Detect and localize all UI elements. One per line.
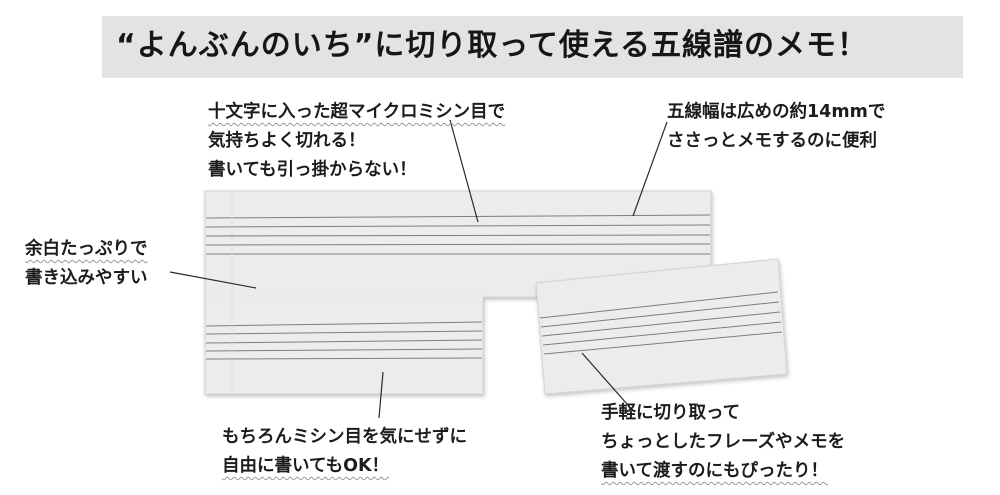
- torn-quarter-sheet: [535, 258, 788, 395]
- leader-write-over: [378, 371, 384, 419]
- memo-sheet: [204, 190, 712, 395]
- title-banner: [102, 16, 963, 78]
- leader-perforation: [449, 119, 479, 223]
- leader-staff-width: [632, 121, 668, 217]
- note-tear-off-line-2: ちょっとしたフレーズやメモを: [601, 432, 846, 452]
- note-perforation-line-3: 書いても引っ掛からない！: [208, 160, 417, 180]
- note-write-over-line-1: もちろんミシン目を気にせずに: [222, 427, 467, 447]
- page-title: “よんぶんのいち”に切り取って使える五線譜のメモ！: [116, 28, 869, 63]
- leader-margin: [169, 271, 257, 289]
- note-tear-off: 手軽に切り取って ちょっとしたフレーズやメモを 書いて渡すのにもぴったり！: [601, 399, 845, 486]
- note-margin-line-2: 書き込みやすい: [25, 268, 148, 288]
- note-perforation-line-2: 気持ちよく切れる！: [208, 131, 366, 151]
- lower-staff: [205, 321, 483, 360]
- note-staff-width: 五線幅は広めの約14mmで ささっとメモするのに便利: [667, 98, 885, 156]
- note-margin: 余白たっぷりで 書き込みやすい: [25, 235, 148, 293]
- note-tear-off-line-1: 手軽に切り取って: [601, 403, 741, 423]
- note-perforation-line-1: 十文字に入った超マイクロミシン目で: [208, 102, 506, 122]
- note-staff-width-line-1: 五線幅は広めの約14mmで: [667, 102, 886, 122]
- note-tear-off-line-3: 書いて渡すのにもぴったり！: [601, 461, 828, 481]
- perforation-lines: [207, 193, 482, 392]
- note-write-over: もちろんミシン目を気にせずに 自由に書いてもOK！: [222, 423, 467, 481]
- leader-tear-off: [581, 352, 628, 405]
- quarter-staff: [539, 291, 783, 355]
- upper-staff: [205, 214, 711, 255]
- note-margin-line-1: 余白たっぷりで: [25, 239, 148, 259]
- note-perforation: 十文字に入った超マイクロミシン目で 気持ちよく切れる！ 書いても引っ掛からない！: [208, 98, 505, 185]
- note-staff-width-line-2: ささっとメモするのに便利: [667, 131, 877, 151]
- note-write-over-line-2: 自由に書いてもOK！: [222, 456, 390, 476]
